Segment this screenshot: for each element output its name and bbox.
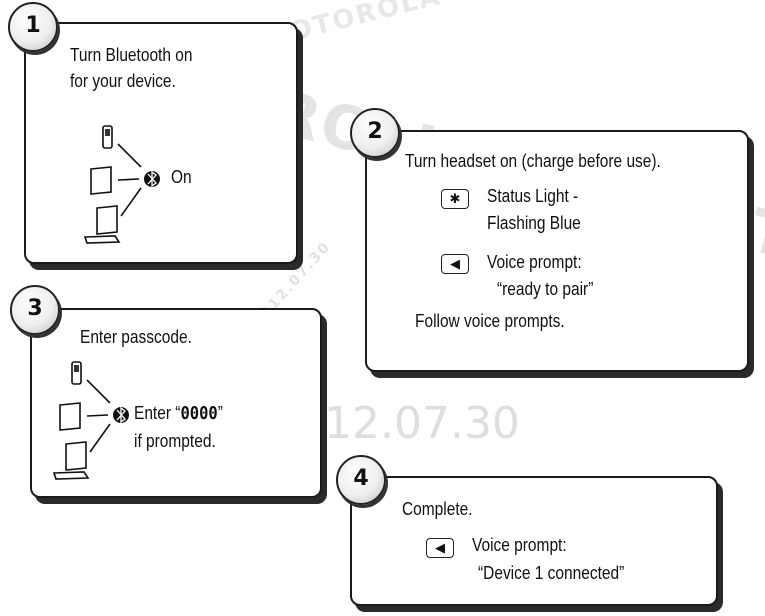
bluetooth-on-label: On [171, 167, 192, 187]
pda-icon [90, 166, 112, 195]
pda-icon [59, 402, 81, 431]
bluetooth-icon [144, 170, 160, 188]
phone-icon [71, 361, 82, 385]
status-light-label: Status Light - [487, 186, 579, 206]
step-3-line-1: Enter passcode. [80, 327, 192, 347]
status-light-icon: ✱ [441, 189, 469, 209]
step-4-card: Complete. ◀ Voice prompt: “Device 1 conn… [350, 476, 718, 606]
step-4-line-1: Complete. [402, 499, 473, 519]
step-4-badge: 4 [336, 455, 386, 505]
bluetooth-icon [113, 406, 129, 424]
voice-prompt-label: Voice prompt: [472, 535, 567, 555]
step-1-line-1: Turn Bluetooth on [70, 45, 193, 65]
step-3-card: Enter passcode. Enter “0000” if prompted… [30, 308, 322, 498]
speaker-icon: ◀ [426, 538, 454, 558]
if-prompted-label: if prompted. [134, 431, 216, 451]
phone-icon [102, 125, 113, 149]
laptop-icon [83, 205, 121, 244]
step-2-badge: 2 [350, 108, 400, 158]
voice-prompt-value: “ready to pair” [497, 279, 594, 299]
voice-prompt-value: “Device 1 connected” [478, 563, 625, 583]
step-1-card: Turn Bluetooth on for your device. On [24, 22, 298, 264]
device-diagram-2 [52, 361, 129, 480]
step-2-card: Turn headset on (charge before use). ✱ S… [365, 130, 749, 372]
speaker-icon: ◀ [441, 254, 469, 274]
step-2-footer: Follow voice prompts. [415, 311, 565, 331]
passcode-prefix: Enter “ [134, 403, 181, 423]
step-1-badge: 1 [8, 2, 58, 52]
status-light-value: Flashing Blue [487, 213, 581, 233]
device-diagram [83, 125, 160, 244]
voice-prompt-label: Voice prompt: [487, 252, 582, 272]
step-1-line-2: for your device. [70, 71, 176, 91]
passcode-value: 0000 [180, 403, 218, 424]
step-2-line-1: Turn headset on (charge before use). [405, 151, 661, 171]
passcode-instruction: Enter “0000” [134, 402, 223, 425]
passcode-suffix: ” [217, 403, 223, 423]
laptop-icon [52, 441, 90, 480]
step-3-badge: 3 [10, 285, 60, 335]
